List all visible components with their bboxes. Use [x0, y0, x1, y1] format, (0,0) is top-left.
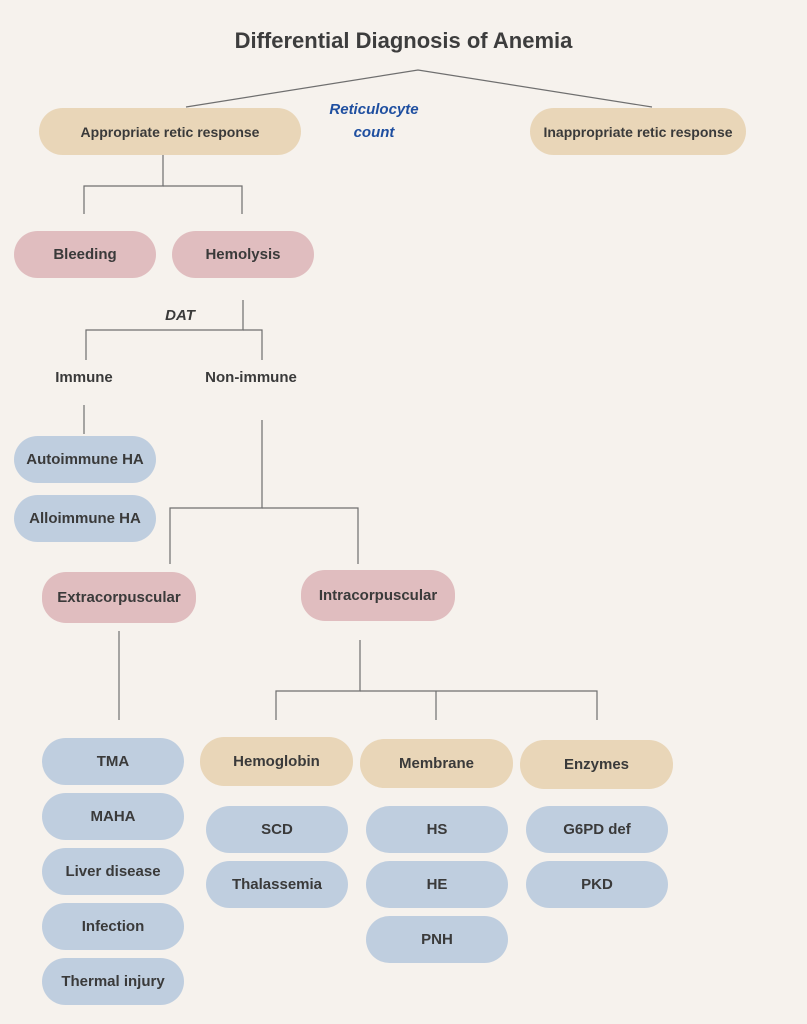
- node-tma: TMA: [42, 738, 184, 785]
- criterion-reticulocyte-line1: Reticulocyte: [329, 101, 419, 118]
- node-membrane: Membrane: [360, 739, 513, 788]
- connector-hemolysis-right: [243, 329, 263, 360]
- node-maha: MAHA: [42, 793, 184, 840]
- node-non-immune: Non-immune: [205, 369, 297, 386]
- node-pnh: PNH: [366, 916, 508, 963]
- node-intracorpuscular: Intracorpuscular: [301, 570, 455, 621]
- node-hemoglobin: Hemoglobin: [200, 737, 353, 786]
- connector-hemolysis: [85, 300, 244, 360]
- connector-appropriate-right: [163, 185, 243, 214]
- connector-nonimmune-right: [262, 507, 359, 564]
- node-hemolysis: Hemolysis: [172, 231, 314, 278]
- node-alloimmune-ha: Alloimmune HA: [14, 495, 156, 542]
- node-autoimmune-ha: Autoimmune HA: [14, 436, 156, 483]
- node-immune: Immune: [55, 369, 113, 386]
- node-bleeding: Bleeding: [14, 231, 156, 278]
- node-inappropriate-retic: Inappropriate retic response: [530, 108, 746, 155]
- criterion-reticulocyte-line2: count: [353, 124, 395, 141]
- node-enzymes: Enzymes: [520, 740, 673, 789]
- node-thalassemia: Thalassemia: [206, 861, 348, 908]
- connector-appropriate: [83, 155, 164, 214]
- node-infection: Infection: [42, 903, 184, 950]
- connector-intra: [275, 640, 361, 720]
- node-appropriate-retic: Appropriate retic response: [39, 108, 301, 155]
- node-g6pd-def: G6PD def: [526, 806, 668, 853]
- node-hs: HS: [366, 806, 508, 853]
- criterion-dat: DAT: [165, 307, 195, 324]
- connector-intra-right: [360, 690, 598, 720]
- node-scd: SCD: [206, 806, 348, 853]
- connector-nonimmune: [169, 420, 263, 564]
- node-extracorpuscular: Extracorpuscular: [42, 572, 196, 623]
- criterion-reticulocyte: Reticulocyte count: [314, 98, 434, 144]
- node-thermal-injury: Thermal injury: [42, 958, 184, 1005]
- node-he: HE: [366, 861, 508, 908]
- node-liver-disease: Liver disease: [42, 848, 184, 895]
- node-pkd: PKD: [526, 861, 668, 908]
- page-title: Differential Diagnosis of Anemia: [234, 28, 573, 53]
- connector-root: [185, 69, 653, 108]
